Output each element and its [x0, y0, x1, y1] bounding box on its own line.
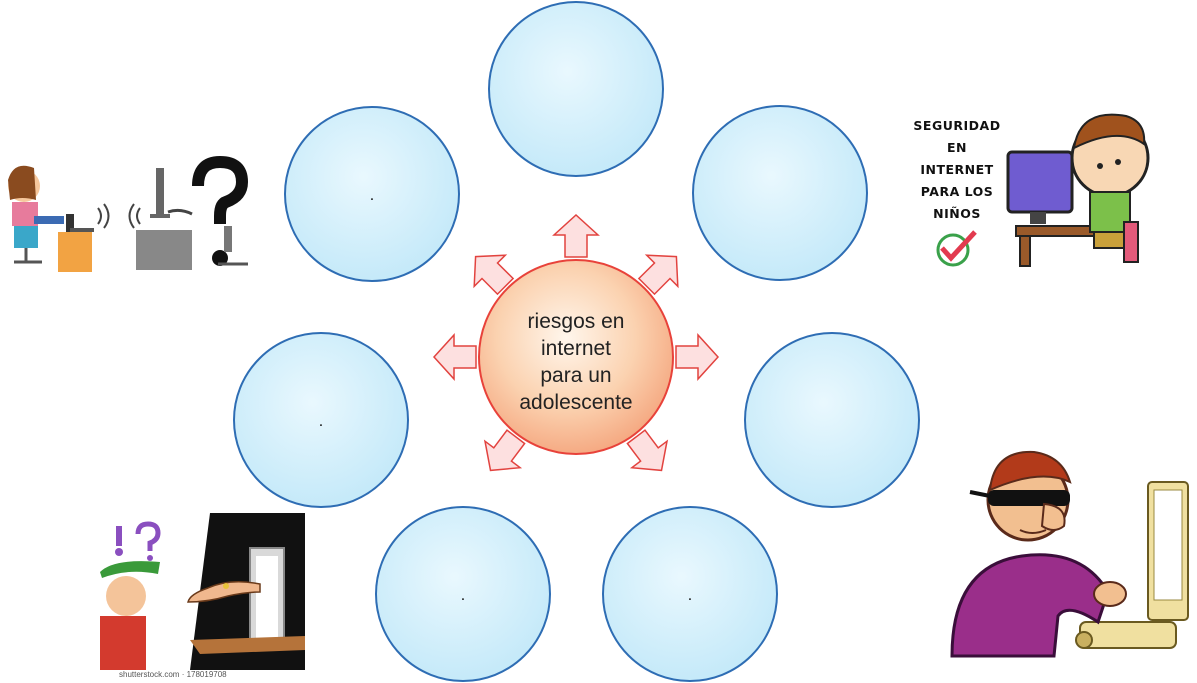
safety-line-2: EN	[947, 140, 967, 155]
node-upper-left: .	[284, 106, 460, 282]
arrow-to-lower-right	[626, 429, 669, 472]
node-lower-left-label: .	[461, 587, 465, 604]
safety-line-3: INTERNET	[920, 162, 993, 177]
node-lower-left: .	[375, 506, 551, 682]
girl-computer-clipart	[8, 155, 249, 272]
arrow-to-right	[675, 333, 720, 381]
node-left: .	[233, 332, 409, 508]
node-lower-right-label: .	[688, 587, 692, 604]
arrow-to-upper-right	[637, 254, 679, 296]
internet-safety-clipart: SEGURIDAD EN INTERNET PARA LOS NIÑOS	[913, 113, 1150, 267]
arrow-group	[432, 213, 720, 472]
safety-line-1: SEGURIDAD	[913, 118, 1000, 133]
safety-line-5: NIÑOS	[933, 206, 981, 221]
online-stranger-clipart	[87, 513, 305, 670]
center-line-4: adolescente	[519, 391, 632, 414]
center-line-2: internet	[541, 337, 611, 360]
arrow-to-lower-left	[483, 429, 526, 472]
arrow-to-upper-left	[473, 254, 515, 296]
node-top	[488, 1, 664, 177]
node-right	[744, 332, 920, 508]
node-upper-left-label: .	[370, 187, 374, 204]
checkmark-icon	[936, 233, 970, 267]
node-left-label: .	[319, 413, 323, 430]
center-line-1: riesgos en	[528, 310, 625, 333]
blindfolded-user-clipart	[950, 450, 1189, 658]
arrow-to-top	[552, 213, 600, 258]
safety-line-4: PARA LOS	[921, 184, 994, 199]
stock-photo-caption: shutterstock.com · 178019708	[119, 670, 227, 679]
node-upper-right	[692, 105, 868, 281]
arrow-to-left	[432, 333, 477, 381]
center-line-3: para un	[540, 364, 611, 387]
center-node: riesgos en internet para un adolescente	[478, 259, 674, 455]
node-lower-right: .	[602, 506, 778, 682]
